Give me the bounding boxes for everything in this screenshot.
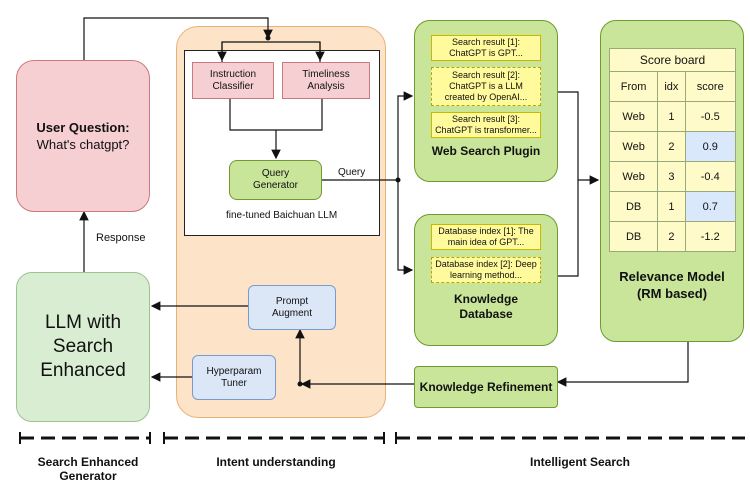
query-generator-box: Query Generator bbox=[229, 160, 322, 200]
cell-from: Web bbox=[608, 101, 659, 132]
search-result-1: Search result [1]: ChatGPT is GPT... bbox=[431, 35, 541, 61]
cell-from: DB bbox=[608, 221, 659, 252]
timeliness-analysis-box: Timeliness Analysis bbox=[282, 62, 370, 99]
score-table: From idx score Web 1 -0.5 Web 2 0.9 Web … bbox=[608, 71, 736, 252]
cell-score: -1.2 bbox=[684, 221, 736, 252]
relevance-model-label: Relevance Model (RM based) bbox=[619, 269, 725, 301]
hyperparam-tuner-label: Hyperparam Tuner bbox=[206, 365, 262, 389]
search-result-2: Search result [2]: ChatGPT is a LLM crea… bbox=[431, 67, 541, 106]
timeliness-analysis-label: Timeliness Analysis bbox=[302, 68, 350, 92]
header-idx: idx bbox=[657, 71, 686, 102]
section-intelligent-search: Intelligent Search bbox=[529, 455, 631, 469]
response-label: Response bbox=[96, 232, 146, 244]
table-row: DB 2 -1.2 bbox=[608, 221, 736, 252]
knowledge-database-label: Knowledge Database bbox=[453, 292, 518, 321]
llm-search-enhanced-label: LLM with Search Enhanced bbox=[40, 312, 126, 381]
table-row: Web 1 -0.5 bbox=[608, 101, 736, 132]
instruction-classifier-label: Instruction Classifier bbox=[209, 68, 257, 92]
table-row: DB 1 0.7 bbox=[608, 191, 736, 222]
knowledge-refinement-box: Knowledge Refinement bbox=[414, 366, 558, 408]
cell-score: 0.7 bbox=[684, 191, 736, 222]
knowledge-refinement-label: Knowledge Refinement bbox=[419, 380, 553, 394]
header-score: score bbox=[684, 71, 736, 102]
cell-idx: 2 bbox=[657, 221, 686, 252]
finetuned-label: fine-tuned Baichuan LLM bbox=[226, 210, 338, 221]
cell-idx: 1 bbox=[657, 191, 686, 222]
cell-idx: 3 bbox=[657, 161, 686, 192]
cell-idx: 2 bbox=[657, 131, 686, 162]
header-from: From bbox=[608, 71, 659, 102]
cell-score: -0.4 bbox=[684, 161, 736, 192]
web-search-plugin-label: Web Search Plugin bbox=[431, 144, 541, 158]
cell-from: Web bbox=[608, 161, 659, 192]
score-board: Score board From idx score Web 1 -0.5 We… bbox=[608, 48, 736, 252]
cell-from: DB bbox=[608, 191, 659, 222]
user-question-title: User Question: bbox=[36, 120, 130, 135]
cell-score: -0.5 bbox=[684, 101, 736, 132]
query-label: Query bbox=[338, 167, 366, 178]
hyperparam-tuner-box: Hyperparam Tuner bbox=[192, 355, 276, 400]
table-row: Web 2 0.9 bbox=[608, 131, 736, 162]
score-table-header: From idx score bbox=[608, 71, 736, 102]
user-question-box: User Question: What's chatgpt? bbox=[16, 60, 150, 212]
user-question-text: What's chatgpt? bbox=[36, 137, 130, 152]
cell-score: 0.9 bbox=[684, 131, 736, 162]
table-row: Web 3 -0.4 bbox=[608, 161, 736, 192]
search-result-3: Search result [3]: ChatGPT is transforme… bbox=[431, 112, 541, 138]
database-index-1: Database index [1]: The main idea of GPT… bbox=[431, 224, 541, 250]
section-intent-understanding: Intent understanding bbox=[216, 455, 336, 469]
query-generator-label: Query Generator bbox=[252, 168, 299, 191]
llm-search-enhanced-box: LLM with Search Enhanced bbox=[16, 272, 150, 422]
cell-idx: 1 bbox=[657, 101, 686, 132]
instruction-classifier-box: Instruction Classifier bbox=[192, 62, 274, 99]
database-index-2: Database index [2]: Deep learning method… bbox=[431, 257, 541, 283]
prompt-augment-box: Prompt Augment bbox=[248, 285, 336, 330]
section-search-enhanced-generator: Search Enhanced Generator bbox=[37, 455, 139, 483]
cell-from: Web bbox=[608, 131, 659, 162]
prompt-augment-label: Prompt Augment bbox=[271, 295, 313, 319]
score-board-title: Score board bbox=[609, 48, 736, 71]
